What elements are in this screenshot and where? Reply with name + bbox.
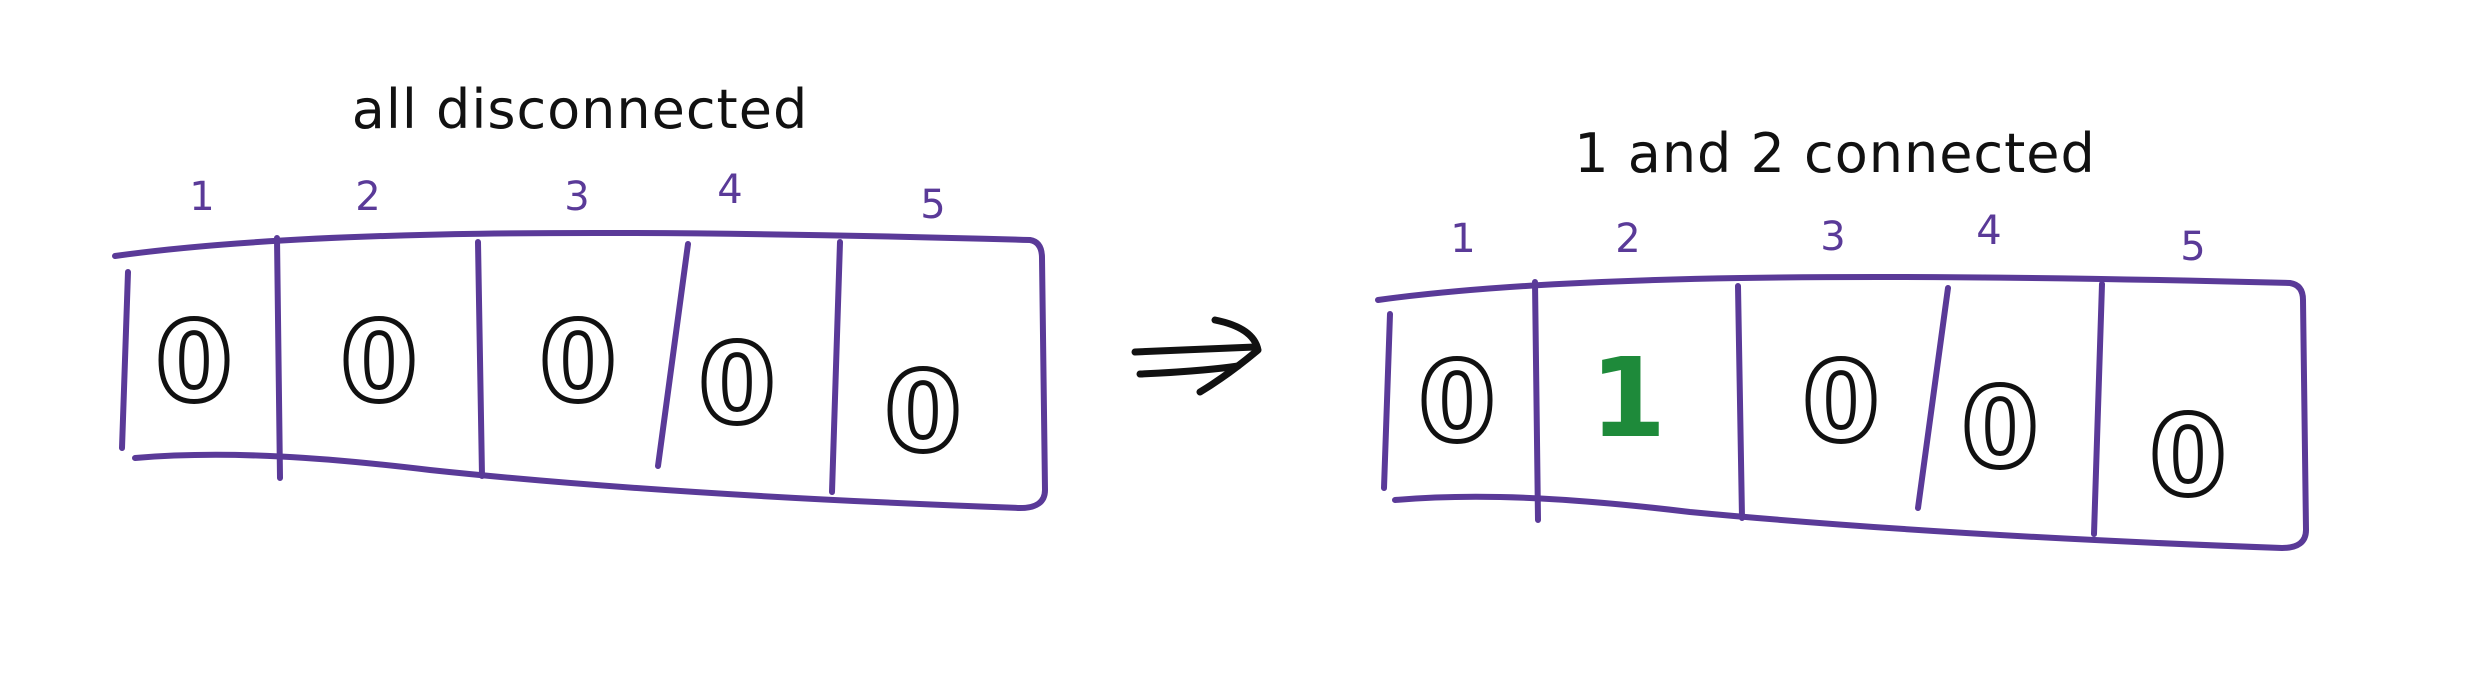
right-index-5: 5 (2180, 224, 2205, 270)
right-array-values: 0 1 0 0 0 (1416, 334, 2229, 523)
right-cell-value-4: 0 (1962, 364, 2039, 492)
left-index-3: 3 (564, 174, 589, 220)
right-cell-value-3: 0 (1803, 338, 1880, 466)
left-array-indices: 1 2 3 4 5 (189, 167, 945, 228)
right-array-box (1375, 273, 2309, 551)
left-cell-value-2: 0 (341, 298, 418, 426)
right-array-group: 1 and 2 connected 1 2 3 4 5 0 1 0 0 0 (1375, 122, 2309, 551)
double-arrow-right-icon (1131, 316, 1262, 396)
arrow-head (1196, 316, 1262, 396)
left-index-5: 5 (920, 182, 945, 228)
right-array-title: 1 and 2 connected (1574, 122, 2096, 185)
right-array-divider (1735, 283, 1745, 521)
right-cell-value-2: 1 (1590, 334, 1667, 462)
left-cell-value-3: 0 (540, 298, 617, 426)
left-array-divider (274, 235, 283, 481)
left-array-left-edge (119, 269, 131, 451)
right-array-divider (2091, 281, 2105, 537)
left-array-divider (475, 239, 485, 479)
right-index-2: 2 (1615, 216, 1640, 262)
left-array-group: all disconnected 1 2 3 4 5 0 0 0 0 0 (112, 78, 1048, 511)
right-index-4: 4 (1976, 208, 2001, 254)
left-array-divider (655, 241, 691, 469)
left-index-1: 1 (189, 174, 214, 220)
right-array-indices: 1 2 3 4 5 (1450, 208, 2205, 270)
left-cell-value-5: 0 (885, 348, 962, 476)
left-array-border (112, 229, 1048, 511)
right-index-1: 1 (1450, 216, 1475, 262)
arrow-upper-shaft (1131, 343, 1259, 356)
right-array-divider (1532, 279, 1541, 523)
right-array-divider (1915, 285, 1951, 511)
right-array-border (1375, 273, 2309, 551)
left-array-box (112, 229, 1048, 511)
right-cell-value-1: 0 (1419, 338, 1496, 466)
left-array-title: all disconnected (352, 78, 808, 141)
left-index-2: 2 (355, 174, 380, 220)
left-cell-value-1: 0 (156, 298, 233, 426)
left-index-4: 4 (717, 167, 742, 213)
left-array-values: 0 0 0 0 0 (153, 296, 964, 479)
right-array-left-edge (1381, 311, 1393, 491)
left-cell-value-4: 0 (699, 320, 776, 448)
left-array-divider (829, 239, 843, 495)
right-cell-value-5: 0 (2150, 392, 2227, 520)
right-index-3: 3 (1820, 214, 1845, 260)
